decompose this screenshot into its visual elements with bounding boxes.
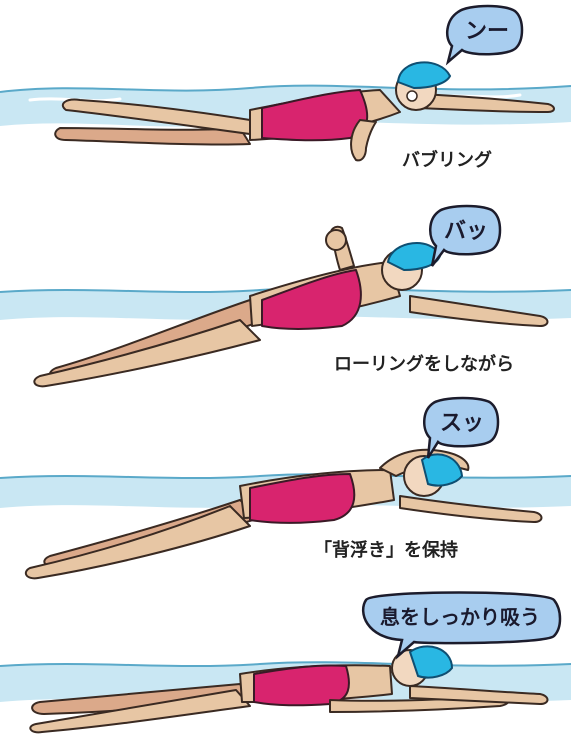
- speech-bubble-4: 息をしっかり吸う: [363, 593, 560, 657]
- caption-2: ローリングをしながら: [334, 353, 514, 375]
- speech-text-2: バッ: [444, 219, 488, 244]
- swimmer-1: [55, 62, 554, 160]
- speech-text-3: スッ: [440, 411, 484, 436]
- speech-bubble-2: バッ: [430, 206, 500, 266]
- speech-text-4: 息をしっかり吸う: [380, 605, 540, 629]
- caption-1: バブリング: [402, 149, 492, 171]
- swimmer-3: [26, 450, 542, 579]
- speech-text-1: ンー: [465, 19, 509, 44]
- panel-2: バッ ローリングをしながら: [0, 206, 571, 386]
- caption-3: 「背浮き」を保持: [314, 539, 458, 561]
- speech-bubble-3: スッ: [424, 398, 498, 458]
- panel-3: スッ 「背浮き」を保持: [0, 398, 571, 578]
- panel-4: 息をしっかり吸う: [0, 593, 571, 733]
- speech-bubble-1: ンー: [447, 6, 522, 62]
- panel-1: ンー バブリング: [0, 6, 571, 171]
